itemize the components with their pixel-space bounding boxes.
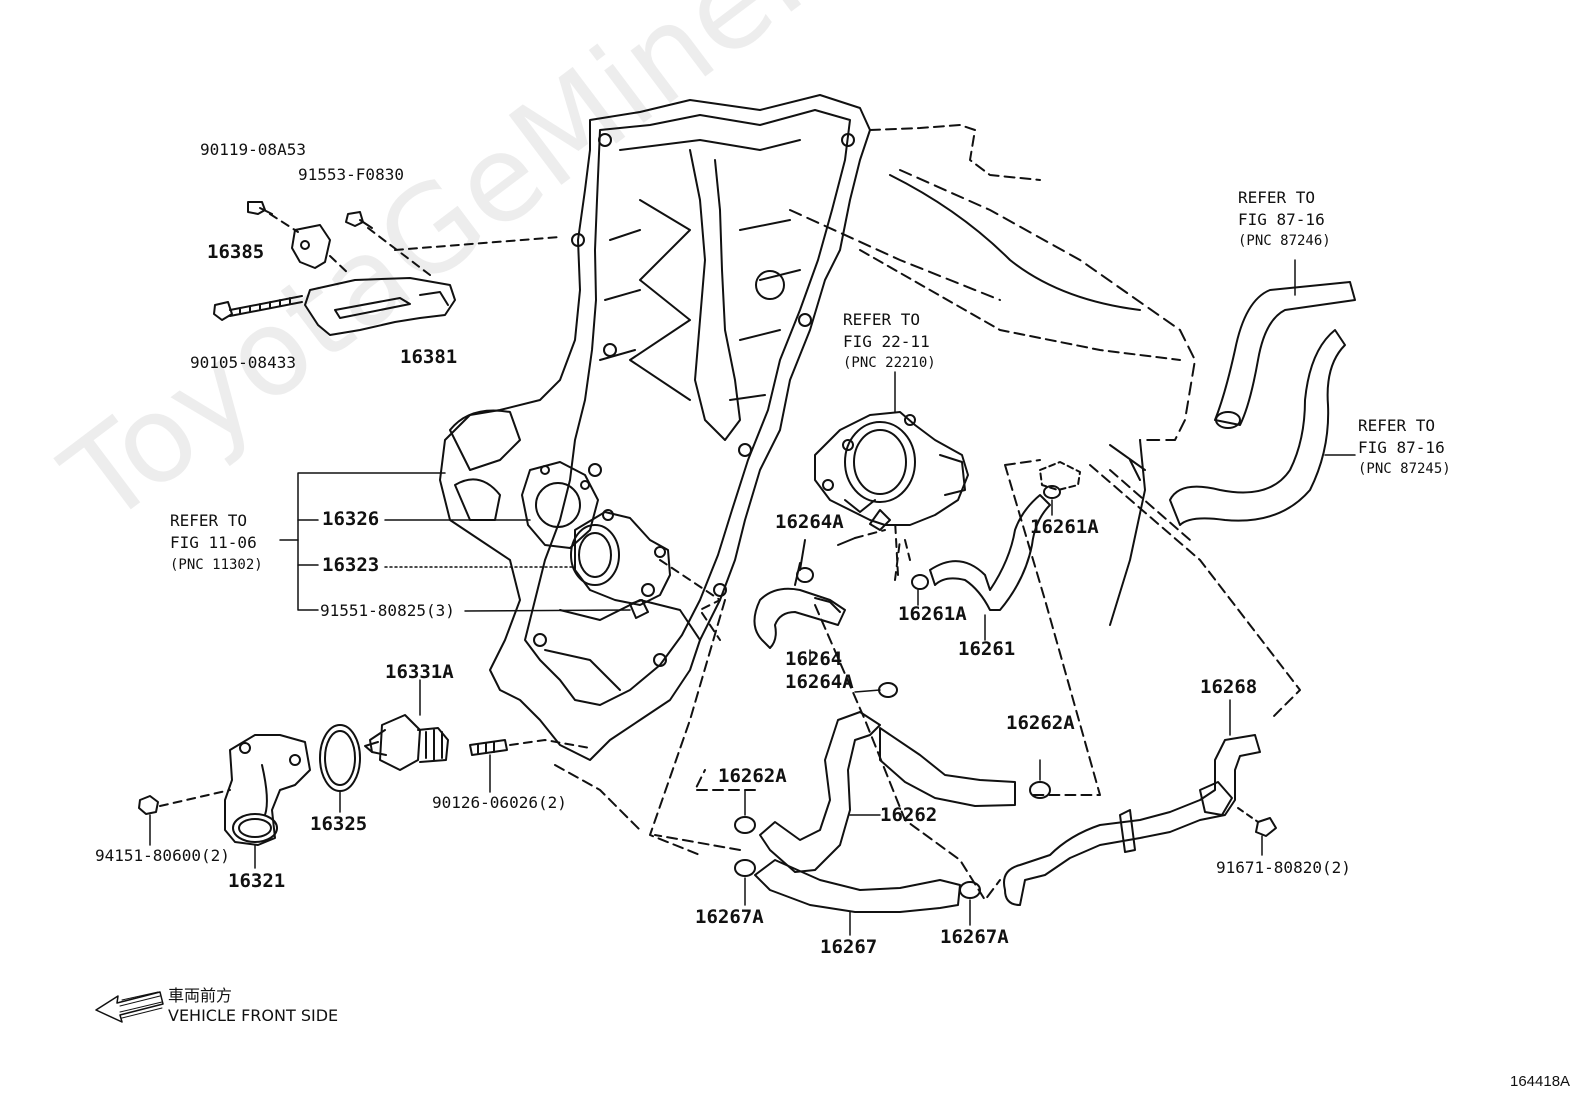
refer-fig-11-06-line2: FIG 11-06	[170, 533, 257, 552]
radiator-hose-87246-drawing	[1214, 281, 1356, 429]
refer-fig-87-16-a-line2: FIG 87-16	[1238, 210, 1325, 229]
label-16326: 16326	[322, 508, 380, 530]
label-16262a-right: 16262A	[1006, 712, 1075, 734]
vehicle-front-side-label: VEHICLE FRONT SIDE	[168, 1006, 339, 1025]
label-16267: 16267	[820, 936, 878, 958]
water-inlet-16321-drawing	[224, 734, 311, 846]
refer-fig-87-16-a-line3: (PNC 87246)	[1238, 233, 1331, 249]
arrow-left-icon	[95, 991, 164, 1023]
label-16264a-top: 16264A	[775, 511, 844, 533]
gasket-16325-drawing	[319, 724, 361, 792]
label-90105-08433: 90105-08433	[190, 353, 296, 372]
hose-16261-drawing	[929, 461, 1081, 611]
label-91671-80820: 91671-80820(2)	[1216, 858, 1351, 877]
label-16264: 16264	[785, 648, 843, 670]
refer-fig-22-11-line2: FIG 22-11	[843, 332, 930, 351]
bracket-16381-drawing	[304, 277, 456, 336]
bolt-90119-drawing	[247, 201, 273, 215]
label-16321: 16321	[228, 870, 286, 892]
gasket-16326-drawing	[521, 461, 599, 549]
refer-fig-87-16-b-line2: FIG 87-16	[1358, 438, 1445, 457]
label-16261a-left: 16261A	[898, 603, 967, 625]
label-91551-80825: 91551-80825(3)	[320, 601, 455, 620]
refer-fig-87-16-b-line3: (PNC 87245)	[1358, 461, 1451, 477]
label-91553-f0830: 91553-F0830	[298, 165, 404, 184]
water-pipe-16268-drawing	[1003, 734, 1261, 906]
nut-94151-drawing	[138, 795, 159, 815]
timing-cover-drawing	[439, 94, 1196, 761]
label-16385: 16385	[207, 241, 265, 263]
bolt-90105-drawing	[213, 295, 303, 321]
vehicle-front-japanese: 車両前方	[168, 986, 233, 1005]
water-inlet-housing-16323-drawing	[570, 509, 671, 606]
label-16262: 16262	[880, 804, 938, 826]
label-16262a-left: 16262A	[718, 765, 787, 787]
hose-16264-drawing	[753, 587, 846, 649]
radiator-hose-87245-drawing	[1169, 329, 1346, 526]
label-16325: 16325	[310, 813, 368, 835]
label-16268: 16268	[1200, 676, 1258, 698]
label-16323: 16323	[322, 554, 380, 576]
label-16264a-bottom: 16264A	[785, 671, 854, 693]
refer-fig-11-06-line3: (PNC 11302)	[170, 557, 263, 573]
throttle-body-drawing	[814, 411, 969, 531]
label-16331a: 16331A	[385, 661, 454, 683]
label-90119-08a53: 90119-08A53	[200, 140, 306, 159]
label-16261a-right: 16261A	[1030, 516, 1099, 538]
label-16267a-left: 16267A	[695, 906, 764, 928]
label-16267a-right: 16267A	[940, 926, 1009, 948]
refer-fig-87-16-b-line1: REFER TO	[1358, 416, 1436, 435]
thermostat-16331A-drawing	[364, 714, 449, 771]
bolt-91551-drawing	[629, 599, 649, 619]
refer-fig-11-06-line1: REFER TO	[170, 511, 248, 530]
hose-16262-drawing	[759, 711, 1016, 873]
label-16261: 16261	[958, 638, 1016, 660]
label-94151-80600: 94151-80600(2)	[95, 846, 230, 865]
refer-fig-22-11-line3: (PNC 22210)	[843, 355, 936, 371]
bracket-16385-drawing	[291, 224, 331, 269]
refer-fig-87-16-a-line1: REFER TO	[1238, 188, 1316, 207]
hose-16267-drawing	[754, 859, 961, 913]
figure-code: 164418A	[1510, 1073, 1571, 1090]
stud-90126-drawing	[469, 739, 508, 756]
label-90126-06026: 90126-06026(2)	[432, 793, 567, 812]
bolt-91553-drawing	[345, 211, 373, 229]
refer-fig-22-11-line1: REFER TO	[843, 310, 921, 329]
label-16381: 16381	[400, 346, 458, 368]
